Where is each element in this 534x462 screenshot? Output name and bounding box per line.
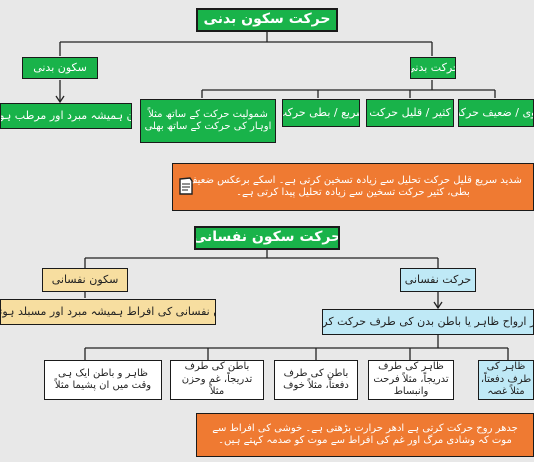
inward-sudden-box: باطن کی طرف دفعتاً، مثلاً خوف (274, 360, 358, 400)
section2-note: جدھر روح حرکت کرتی ہے ادھر حرارت بڑھتی ہ… (196, 413, 534, 457)
outward-gradual-box: ظاہر کی طرف تدریجاً، مثلاً فرحت وانبساط (368, 360, 454, 400)
body-motion-node: حرکت بدنی (410, 57, 456, 79)
both-simultaneous-box: ظاہر و باطن ایک ہی وقت میں ان پشیما مثلا… (44, 360, 162, 400)
inward-gradual-box: باطن کی طرف تدریجاً، غم وحزن مثلاً (170, 360, 264, 400)
fast-slow-motion-box: سریع / بطی حرکت (282, 99, 360, 127)
section1-title: حرکت سکون بدنی (196, 8, 338, 32)
strong-weak-motion-box: قوی / ضعیف حرکت (458, 99, 534, 127)
much-little-motion-box: کثیر / قلیل حرکت (366, 99, 454, 127)
combined-motion-box: شمولیت حرکت کے ساتھ مثلاً اوہار کی حرکت … (140, 99, 276, 143)
outward-sudden-box: ظاہر کی طرف دفعتاً، مثلاً غصہ (478, 360, 534, 400)
static-soul-leaf: سکون نفسانی کی افراط ہمیشہ مبرد اور مسبل… (0, 299, 216, 325)
soul-motion-leaf: روح اور ارواح ظاہر یا باطن بدن کی طرف حر… (322, 309, 534, 335)
static-soul-node: سکون نفسانی (42, 268, 128, 292)
static-body-leaf: سکون ہمیشہ مبرد اور مرطب ہوتا ہے (0, 103, 132, 129)
soul-motion-node: حرکت نفسانی (400, 268, 476, 292)
notepad-icon (179, 177, 193, 195)
static-body-node: سکون بدنی (22, 57, 98, 79)
section1-note: شدید سریع قلیل حرکت تحلیل سے زیادہ تسخین… (172, 163, 534, 211)
section2-title: حرکت سکون نفسانی (194, 226, 340, 250)
